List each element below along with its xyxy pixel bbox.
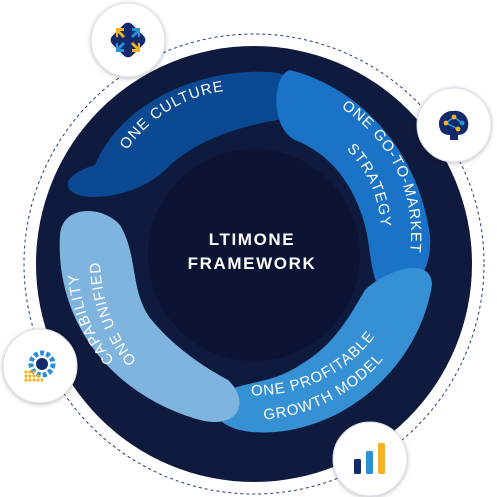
segment-one-go-to-market-strategy bbox=[276, 70, 431, 293]
orbit-ring bbox=[23, 33, 485, 495]
gear-data-icon bbox=[2, 328, 78, 404]
segment-one-profitable-growth-model bbox=[214, 268, 432, 433]
center-disc bbox=[148, 149, 360, 361]
collaboration-arrows-icon bbox=[90, 2, 166, 78]
bar-chart-icon bbox=[332, 421, 408, 497]
segment-one-culture bbox=[67, 71, 300, 198]
framework-title-line1: LTIMONE bbox=[209, 230, 295, 249]
brain-network-icon bbox=[416, 87, 492, 163]
segment-one-unified-capability bbox=[59, 211, 240, 422]
framework-title-line2: FRAMEWORK bbox=[188, 254, 317, 273]
